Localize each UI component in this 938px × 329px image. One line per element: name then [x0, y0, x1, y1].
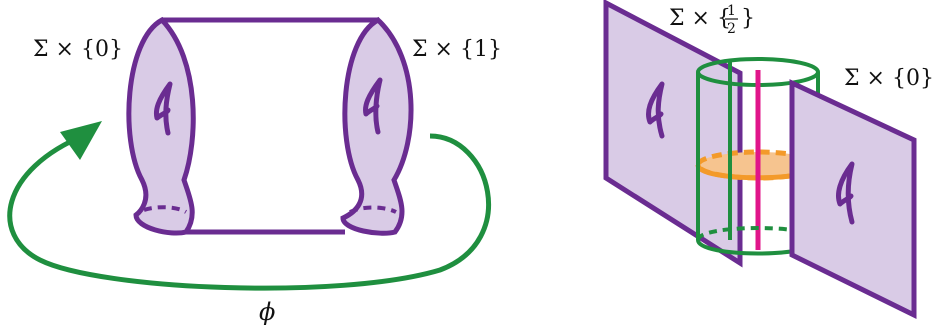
sheet-sigma-half [603, 0, 743, 268]
label-sigma-1-left: Σ × {1} [412, 37, 502, 62]
sheet-sigma-half-hole [646, 81, 665, 139]
phi-arrow-head [60, 121, 102, 160]
svg-text:2: 2 [727, 21, 736, 37]
sheet-sigma-0-hole [836, 161, 855, 225]
label-sigma-0-right: Σ × {0} [844, 66, 934, 91]
label-sigma-half: Σ × { 1 2 } [669, 3, 755, 37]
phi-arrow-curve [7, 132, 492, 291]
svg-text:}: } [741, 6, 755, 31]
right-figure: Σ × { 1 2 } Σ × {0} [603, 0, 934, 320]
surface-sigma-1-hole [363, 77, 383, 135]
surface-sigma-0-dashed-rim [143, 205, 188, 214]
sheet-sigma-0 [789, 79, 917, 320]
left-figure: Σ × {0} Σ × {1} ϕ [7, 16, 502, 326]
svg-text:1: 1 [727, 3, 736, 19]
surface-sigma-0 [126, 16, 196, 236]
label-phi: ϕ [259, 298, 275, 326]
svg-text:Σ × {: Σ × { [669, 6, 731, 31]
surface-sigma-0-hole [153, 81, 173, 136]
surface-sigma-1-dashed-rim [349, 205, 397, 214]
label-sigma-0-left: Σ × {0} [33, 37, 123, 62]
